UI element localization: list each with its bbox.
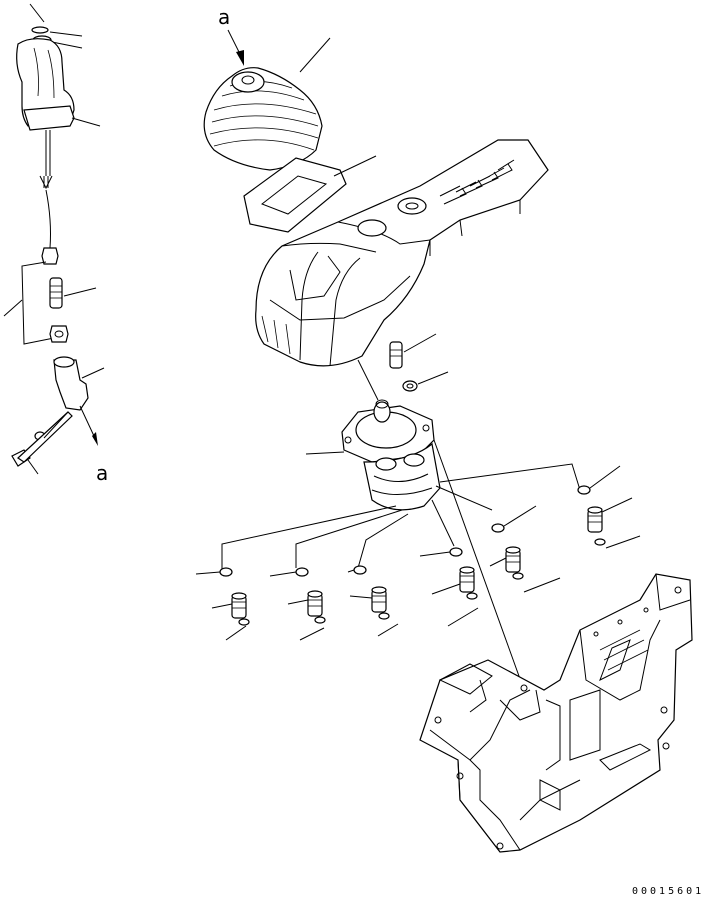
leader-lines	[221, 439, 581, 691]
mounting-bolt-small	[389, 333, 449, 392]
rubber-boot	[203, 29, 331, 171]
hose-fittings	[211, 497, 641, 641]
reference-label-a-top: a	[218, 5, 230, 29]
console-bracket-frame	[419, 573, 693, 853]
pilot-valve	[305, 359, 441, 511]
reference-label-a-left: a	[96, 461, 108, 485]
boot-frame-plate	[243, 155, 377, 233]
lever-grip-assembly	[3, 3, 105, 475]
drawing-code: 00015601	[632, 886, 704, 897]
o-rings	[195, 465, 621, 577]
console-cover	[255, 139, 549, 367]
